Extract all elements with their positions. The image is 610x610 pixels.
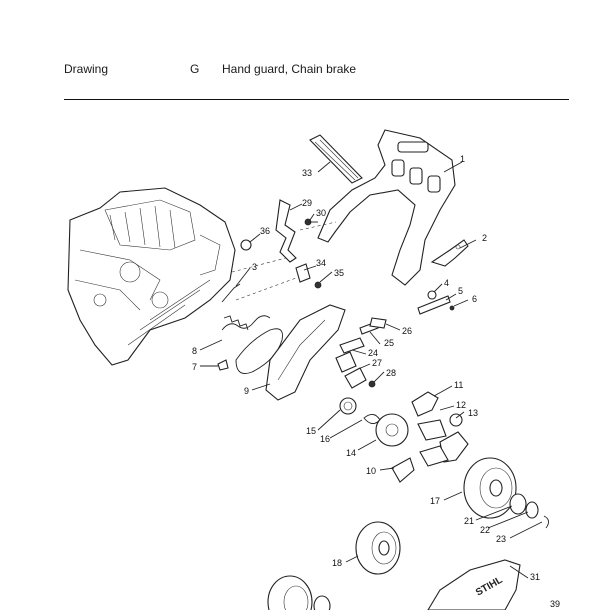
callout-18: 18 bbox=[332, 558, 342, 568]
callout-4: 4 bbox=[444, 278, 449, 288]
callout-14: 14 bbox=[346, 448, 356, 458]
callout-13: 13 bbox=[468, 408, 478, 418]
callout-33: 33 bbox=[302, 168, 312, 178]
callout-28: 28 bbox=[386, 368, 396, 378]
callout-9: 9 bbox=[244, 386, 249, 396]
callout-34: 34 bbox=[316, 258, 326, 268]
callout-16: 16 bbox=[320, 434, 330, 444]
brake-cover bbox=[265, 304, 346, 401]
callout-1: 1 bbox=[460, 154, 465, 164]
callout-26: 26 bbox=[402, 326, 412, 336]
callout-29: 29 bbox=[302, 198, 312, 208]
clutch-assembly bbox=[339, 391, 469, 483]
section-code: G bbox=[190, 62, 200, 76]
spring-clip bbox=[275, 199, 318, 263]
callout-15: 15 bbox=[306, 426, 316, 436]
callout-27: 27 bbox=[372, 358, 382, 368]
callout-39: 39 bbox=[550, 599, 560, 609]
callout-6: 6 bbox=[472, 294, 477, 304]
section-title: Hand guard, Chain brake bbox=[222, 62, 357, 76]
callout-8: 8 bbox=[192, 346, 197, 356]
callout-labels: 1 2 3 4 5 6 7 8 9 10 11 12 13 14 15 16 1… bbox=[192, 154, 560, 609]
callout-7: 7 bbox=[192, 362, 197, 372]
callout-22: 22 bbox=[480, 525, 490, 535]
needle-cage bbox=[509, 493, 549, 529]
guard-plate bbox=[309, 134, 363, 184]
callout-35: 35 bbox=[334, 268, 344, 278]
fasteners bbox=[240, 239, 322, 289]
callout-2: 2 bbox=[482, 233, 487, 243]
callout-3: 3 bbox=[252, 262, 257, 272]
sprocket-cover: STIHL bbox=[427, 559, 521, 610]
brake-small-parts bbox=[335, 317, 387, 389]
bellcrank bbox=[430, 239, 469, 267]
callout-36: 36 bbox=[260, 226, 270, 236]
section-label: Drawing bbox=[64, 62, 109, 76]
hand-guard bbox=[317, 129, 456, 286]
callout-21: 21 bbox=[464, 516, 474, 526]
callout-23: 23 bbox=[496, 534, 506, 544]
leader-lines bbox=[199, 161, 543, 579]
callout-11: 11 bbox=[454, 380, 463, 390]
callout-30: 30 bbox=[316, 208, 326, 218]
callout-25: 25 bbox=[384, 338, 394, 348]
callout-31: 31 bbox=[530, 572, 540, 582]
header-divider bbox=[64, 99, 569, 100]
link-parts bbox=[417, 290, 455, 315]
callout-12: 12 bbox=[456, 400, 466, 410]
callout-10: 10 bbox=[366, 466, 376, 476]
springs bbox=[217, 283, 283, 374]
callout-24: 24 bbox=[368, 348, 378, 358]
clutch-drum-17 bbox=[463, 457, 517, 519]
clutch-drum-18 bbox=[355, 521, 401, 575]
callout-5: 5 bbox=[458, 286, 463, 296]
engine-housing bbox=[67, 187, 236, 366]
callout-17: 17 bbox=[430, 496, 440, 506]
clutch-drum-lower bbox=[267, 575, 331, 610]
